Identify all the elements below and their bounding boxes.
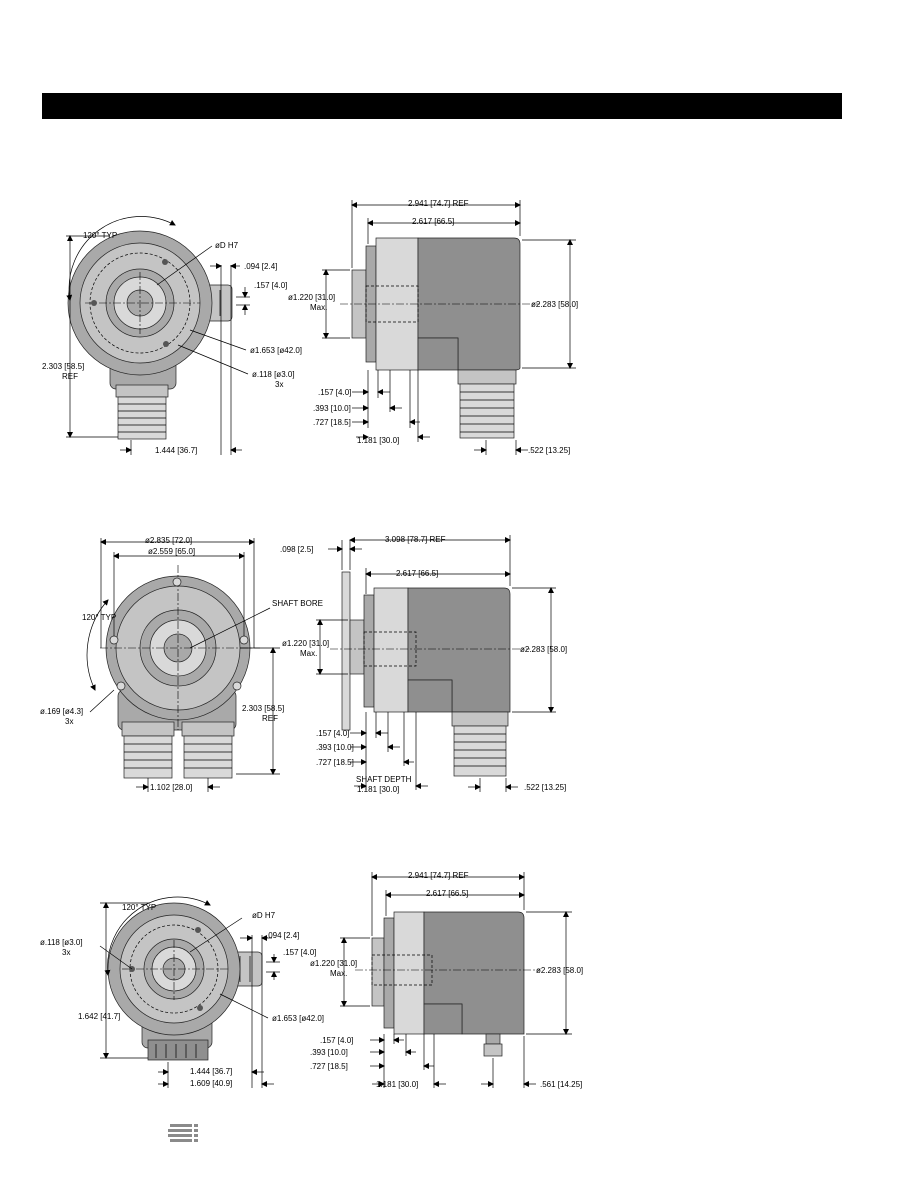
top-front-ear-height: .157 [4.0] xyxy=(254,281,287,290)
top-side-view: 2.941 [74.7] REF 2.617 [66.5] ø1.220 [31… xyxy=(288,199,578,455)
bot-front-holes: ø.118 [ø3.0] xyxy=(40,938,83,947)
bot-side-connector: .561 [14.25] xyxy=(540,1080,582,1089)
top-front-holes: ø.118 [ø3.0] xyxy=(252,370,295,379)
mid-side-d3: .727 [18.5] xyxy=(316,758,354,767)
top-front-bore: øD H7 xyxy=(215,241,239,250)
top-side-d1: .157 [4.0] xyxy=(318,388,351,397)
top-side-body-diameter: ø2.283 [58.0] xyxy=(531,300,578,309)
top-side-shaft-depth: 1.181 [30.0] xyxy=(357,436,399,445)
bottom-front-view: 120° TYP øD H7 ø.118 [ø3.0] 3x .094 [2.4… xyxy=(40,896,324,1088)
bot-front-bolt-circle: ø1.653 [ø42.0] xyxy=(272,1014,324,1023)
top-side-connector: .522 [13.25] xyxy=(528,446,570,455)
bot-front-bore: øD H7 xyxy=(252,911,276,920)
mid-side-shaft-depth: 1.181 [30.0] xyxy=(357,785,399,794)
mid-front-height-ref: REF xyxy=(262,714,278,723)
top-side-d3: .727 [18.5] xyxy=(313,418,351,427)
mid-side-body-diameter: ø2.283 [58.0] xyxy=(520,645,567,654)
mid-front-shaft-bore: SHAFT BORE xyxy=(272,599,323,608)
mid-side-d1: .157 [4.0] xyxy=(316,729,349,738)
mid-side-connector: .522 [13.25] xyxy=(524,783,566,792)
header-bar xyxy=(42,93,842,119)
mid-front-holes: ø.169 [ø4.3] xyxy=(40,707,83,716)
mid-front-angle: 120° TYP xyxy=(82,613,116,622)
bot-side-pilot-max: Max. xyxy=(330,969,347,978)
bot-side-body-diameter: ø2.283 [58.0] xyxy=(536,966,583,975)
mid-front-connector-spacing: 1.102 [28.0] xyxy=(150,783,192,792)
top-front-view: 120° TYP øD H7 .094 [2.4] .157 [4.0] ø1.… xyxy=(42,216,302,455)
bot-front-ear-offset: .094 [2.4] xyxy=(266,931,299,940)
top-front-width: 1.444 [36.7] xyxy=(155,446,197,455)
mid-front-outer-diameter: ø2.835 [72.0] xyxy=(145,536,192,545)
bot-side-shaft-depth: 1.181 [30.0] xyxy=(376,1080,418,1089)
top-front-bolt-circle: ø1.653 [ø42.0] xyxy=(250,346,302,355)
top-front-ear-offset: .094 [2.4] xyxy=(244,262,277,271)
mid-side-pilot-diameter: ø1.220 [31.0] xyxy=(282,639,329,648)
mid-front-height: 2.303 [58.5] xyxy=(242,704,284,713)
mid-front-holes-qty: 3x xyxy=(65,717,73,726)
mid-side-plate: .098 [2.5] xyxy=(280,545,313,554)
top-side-pilot-max: Max. xyxy=(310,303,327,312)
top-side-d2: .393 [10.0] xyxy=(313,404,351,413)
mid-side-pilot-max: Max. xyxy=(300,649,317,658)
middle-front-view: ø2.835 [72.0] ø2.559 [65.0] 120° TYP SHA… xyxy=(40,536,323,792)
bot-side-d3: .727 [18.5] xyxy=(310,1062,348,1071)
bot-side-d2: .393 [10.0] xyxy=(310,1048,348,1057)
bot-front-width-b: 1.609 [40.9] xyxy=(190,1079,232,1088)
bot-side-d1: .157 [4.0] xyxy=(320,1036,353,1045)
top-front-angle: 120° TYP xyxy=(83,231,117,240)
top-side-pilot-diameter: ø1.220 [31.0] xyxy=(288,293,335,302)
bot-side-pilot-diameter: ø1.220 [31.0] xyxy=(310,959,357,968)
bot-front-angle: 120° TYP xyxy=(122,903,156,912)
bot-front-ear-height: .157 [4.0] xyxy=(283,948,316,957)
bottom-side-view: 2.941 [74.7] REF 2.617 [66.5] ø1.220 [31… xyxy=(310,871,583,1089)
bot-front-holes-qty: 3x xyxy=(62,948,70,957)
footer-logo-icon xyxy=(168,1124,198,1142)
top-front-height: 2.303 [58.5] xyxy=(42,362,84,371)
mid-front-bolt-circle: ø2.559 [65.0] xyxy=(148,547,195,556)
bot-side-overall-length: 2.941 [74.7] REF xyxy=(408,871,469,880)
mid-side-shaft-depth-label: SHAFT DEPTH xyxy=(356,775,412,784)
top-side-body-length: 2.617 [66.5] xyxy=(412,217,454,226)
middle-side-view: .098 [2.5] 3.098 [78.7] REF 2.617 [66.5]… xyxy=(280,535,567,794)
bot-front-width-a: 1.444 [36.7] xyxy=(190,1067,232,1076)
top-front-height-ref: REF xyxy=(62,372,78,381)
mid-side-overall-length: 3.098 [78.7] REF xyxy=(385,535,446,544)
top-front-holes-qty: 3x xyxy=(275,380,283,389)
mid-side-d2: .393 [10.0] xyxy=(316,743,354,752)
top-side-overall-length: 2.941 [74.7] REF xyxy=(408,199,469,208)
bot-side-body-length: 2.617 [66.5] xyxy=(426,889,468,898)
mid-side-body-length: 2.617 [66.5] xyxy=(396,569,438,578)
bot-front-height: 1.642 [41.7] xyxy=(78,1012,120,1021)
